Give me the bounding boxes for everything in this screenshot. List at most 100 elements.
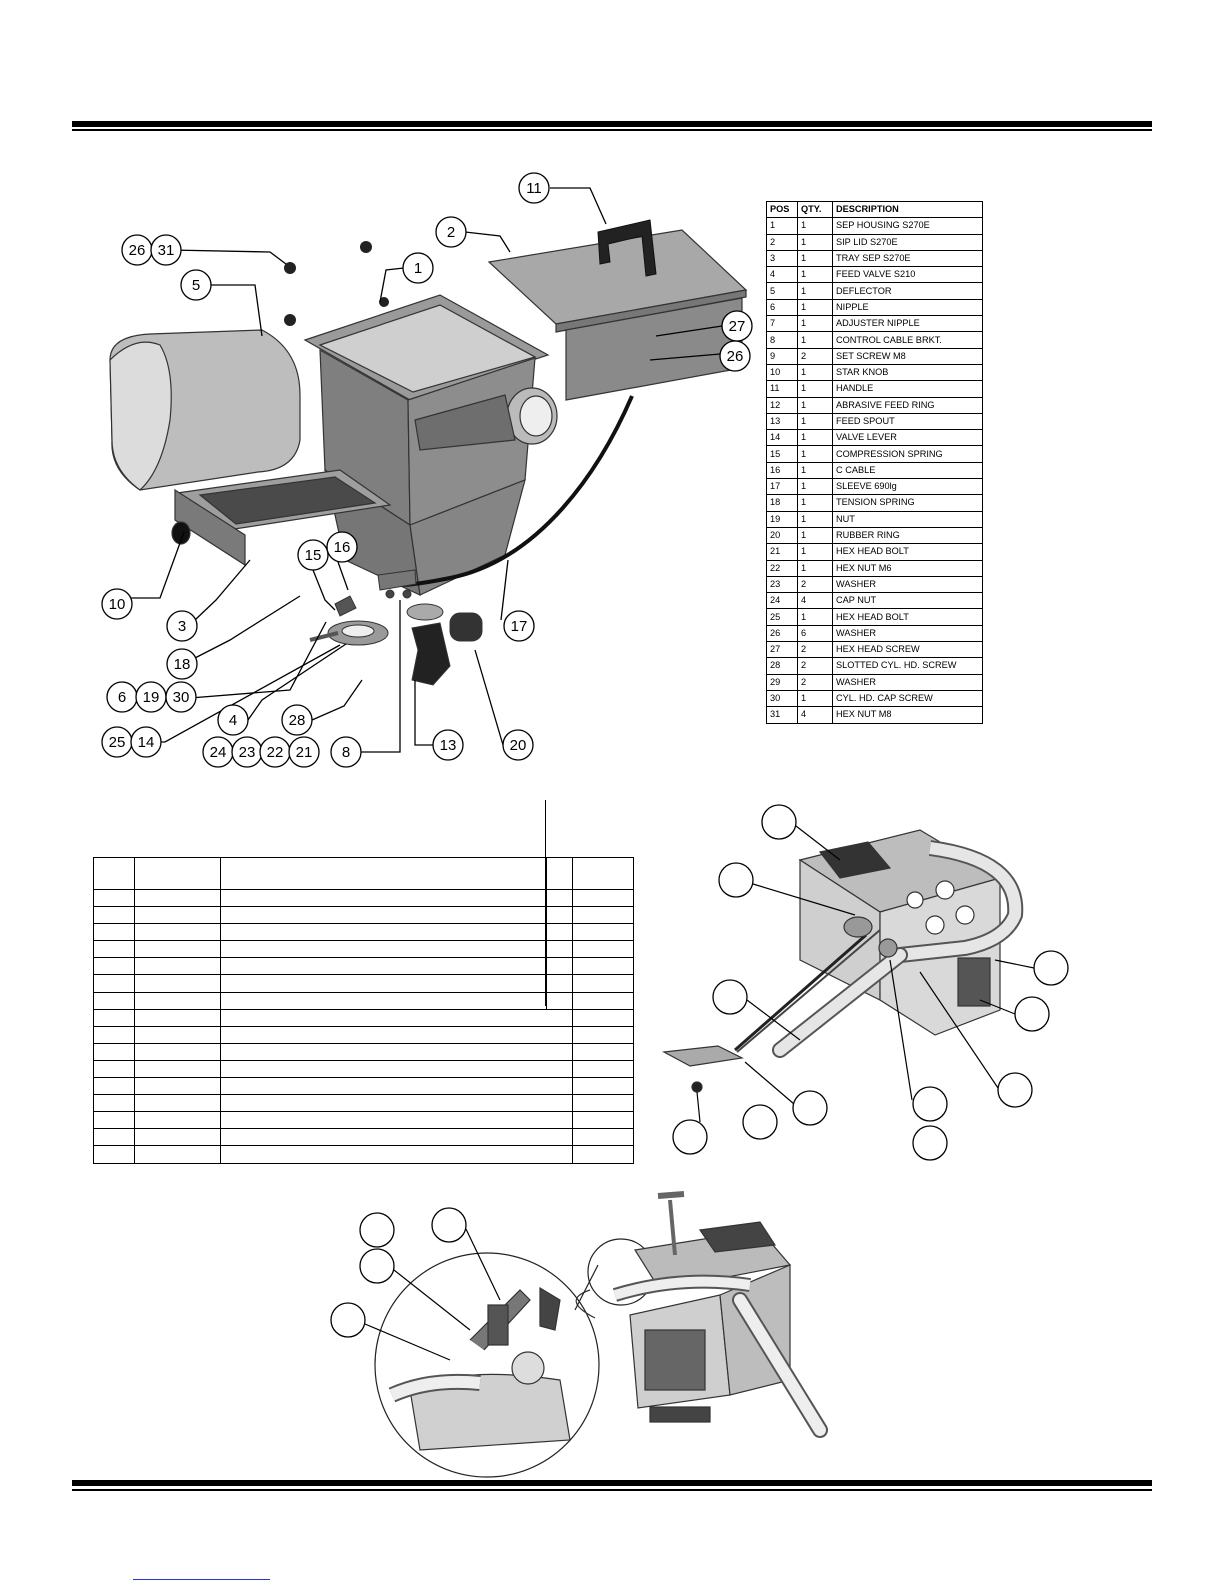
- table-row: [93, 940, 634, 959]
- footer-rule-thick: [72, 1480, 1152, 1486]
- grid-cell: [572, 1111, 634, 1130]
- grid-cell: [220, 923, 547, 942]
- grid-cell: [133, 1077, 222, 1096]
- cell-pos: 5: [766, 282, 798, 300]
- cell-qty: 4: [797, 592, 833, 610]
- cell-qty: 2: [797, 673, 833, 691]
- cell-pos: 7: [766, 315, 798, 333]
- grid-cell: [220, 974, 547, 993]
- cell-qty: 1: [797, 249, 833, 268]
- callout-label: 17: [511, 618, 528, 635]
- table-row: [93, 888, 634, 908]
- cell-description: COMPRESSION SPRING: [832, 445, 983, 463]
- cell-qty: 6: [797, 624, 833, 643]
- table-row: [93, 857, 634, 890]
- cell-qty: 1: [797, 298, 833, 317]
- grid-cell: [93, 1042, 135, 1061]
- cell-description: HEX NUT M6: [832, 559, 983, 577]
- cell-qty: 1: [797, 478, 833, 496]
- grid-cell: [93, 888, 135, 908]
- grid-cell: [572, 991, 634, 1010]
- cell-description: NIPPLE: [832, 298, 983, 317]
- valve-parts: [309, 569, 483, 686]
- grid-cell: [545, 974, 574, 993]
- callout-label: 8: [342, 744, 350, 761]
- cell-pos: 31: [766, 706, 798, 724]
- grid-cell: [220, 1128, 574, 1147]
- callout-label: 19: [143, 689, 160, 706]
- footer-link-underline[interactable]: [133, 1579, 270, 1580]
- grid-cell: [93, 923, 135, 942]
- callout-label: 16: [334, 539, 351, 556]
- grid-cell: [220, 1094, 574, 1113]
- cell-description: WASHER: [832, 575, 983, 594]
- cell-description: WASHER: [832, 673, 983, 691]
- header-pos: POS: [766, 200, 798, 219]
- cell-qty: 2: [797, 347, 833, 365]
- grid-cell: [545, 957, 574, 976]
- callout-label: 22: [267, 744, 284, 761]
- handle-part: [597, 219, 657, 277]
- table-row: [93, 957, 634, 976]
- grid-cell: [93, 1008, 135, 1027]
- cell-qty: 1: [797, 543, 833, 561]
- leader-lines: [130, 187, 723, 753]
- cell-pos: 6: [766, 298, 798, 317]
- grid-cell: [220, 1008, 574, 1027]
- fastener-parts: [284, 241, 389, 326]
- grid-cell: [133, 1145, 222, 1164]
- grid-cell: [545, 888, 574, 908]
- cell-qty: 1: [797, 608, 833, 626]
- cell-description: CONTROL CABLE BRKT.: [832, 331, 983, 349]
- callout-label: 3: [178, 618, 186, 635]
- cell-description: DEFLECTOR: [832, 282, 983, 300]
- cell-pos: 27: [766, 641, 798, 659]
- grid-cell: [93, 957, 135, 976]
- grid-cell: [93, 1111, 135, 1130]
- cell-pos: 30: [766, 689, 798, 708]
- table-row: [93, 1094, 634, 1113]
- header-qty: QTY.: [797, 200, 833, 219]
- grid-cell: [133, 974, 222, 993]
- grid-cell: [93, 1094, 135, 1113]
- table-row: [93, 1008, 634, 1027]
- grid-cell: [572, 888, 634, 908]
- cell-pos: 9: [766, 347, 798, 365]
- cell-qty: 1: [797, 412, 833, 431]
- control-panel-detail-drawing: [330, 1191, 828, 1478]
- cell-qty: 1: [797, 510, 833, 528]
- cell-description: SIP LID S270E: [832, 233, 983, 251]
- callout-label: 11: [526, 180, 542, 197]
- grid-cell: [133, 857, 222, 890]
- cell-qty: 2: [797, 657, 833, 675]
- cell-description: CYL. HD. CAP SCREW: [832, 689, 983, 708]
- grid-cell: [133, 940, 222, 959]
- cell-qty: 1: [797, 559, 833, 577]
- cell-description: STAR KNOB: [832, 363, 983, 382]
- grid-cell: [220, 1042, 574, 1061]
- blank-parts-grid: [93, 857, 634, 1164]
- grid-cell: [572, 1094, 634, 1113]
- cell-pos: 14: [766, 429, 798, 447]
- grid-cell: [545, 940, 574, 959]
- cell-pos: 21: [766, 543, 798, 561]
- grid-cell: [133, 1008, 222, 1027]
- table-row: [93, 1059, 634, 1079]
- grid-cell: [220, 1077, 574, 1096]
- cell-pos: 12: [766, 396, 798, 414]
- grid-cell: [220, 1145, 574, 1164]
- tray-part: [171, 469, 392, 567]
- grid-cell: [572, 923, 634, 942]
- cell-pos: 24: [766, 592, 798, 610]
- parts-table-header-row: POS QTY. DESCRIPTION: [766, 200, 983, 219]
